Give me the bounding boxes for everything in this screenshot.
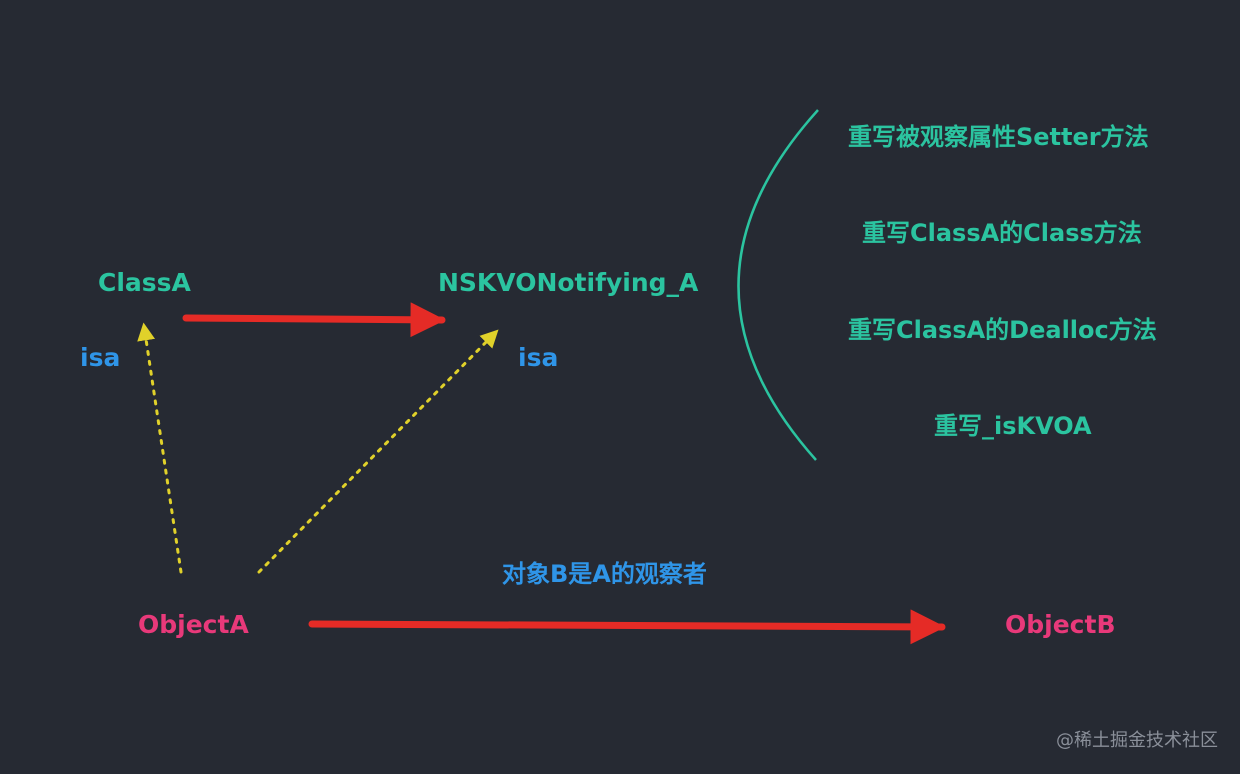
arrow-classa-to-nskvo: [182, 302, 446, 338]
node-class-a: ClassA: [98, 268, 191, 297]
arrow-objecta-to-objectb: [308, 609, 946, 645]
override-item-setter: 重写被观察属性Setter方法: [848, 123, 1149, 151]
node-object-a: ObjectA: [138, 610, 249, 639]
observer-relation-label: 对象B是A的观察者: [502, 560, 707, 588]
node-nskvo-class: NSKVONotifying_A: [438, 268, 699, 297]
isa-label-right: isa: [518, 343, 559, 372]
overrides-bracket: [737, 109, 819, 461]
override-item-iskvoa: 重写_isKVOA: [934, 412, 1092, 440]
isa-label-left: isa: [80, 343, 121, 372]
node-object-b: ObjectB: [1005, 610, 1116, 639]
isa-dotted-arrow-to-classa: [137, 322, 183, 574]
watermark: @稀土掘金技术社区: [1056, 730, 1218, 751]
override-item-dealloc: 重写ClassA的Dealloc方法: [848, 316, 1157, 344]
isa-dotted-arrow-to-nskvo: [257, 329, 499, 574]
override-item-class: 重写ClassA的Class方法: [862, 219, 1142, 247]
